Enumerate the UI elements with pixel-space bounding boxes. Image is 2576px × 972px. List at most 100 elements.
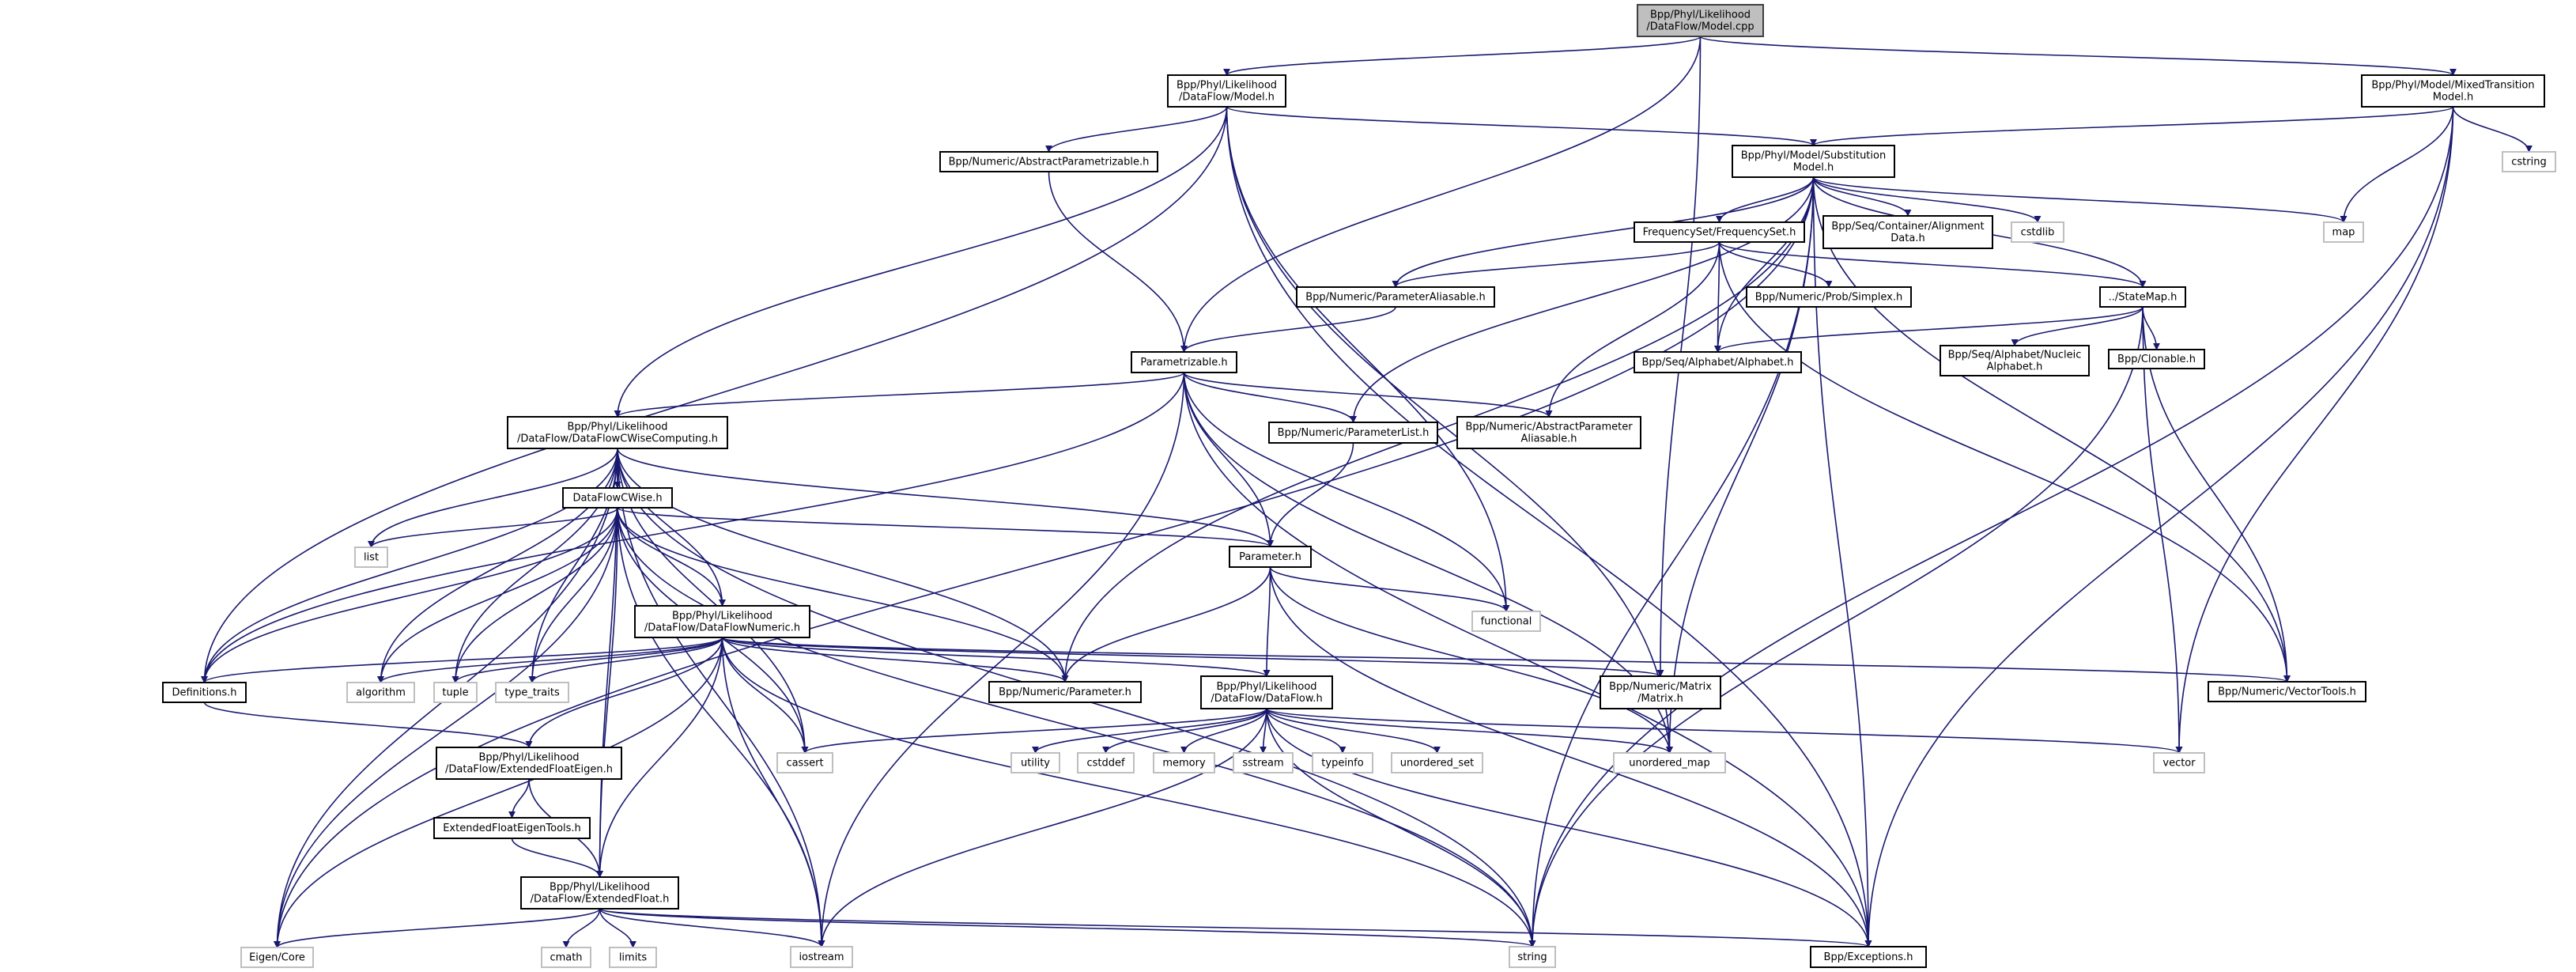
node-typeinfo: typeinfo — [1312, 752, 1373, 773]
node-limits: limits — [609, 947, 657, 968]
node-freqset[interactable]: FrequencySet/FrequencySet.h — [1634, 221, 1805, 243]
edge-parametrizable-to-paramlist — [1183, 372, 1357, 423]
node-absparam[interactable]: Bpp/Numeric/AbstractParametrizable.h — [939, 151, 1158, 172]
edge-cwise-to-eigencore — [274, 507, 618, 948]
node-cwisecomp[interactable]: Bpp/Phyl/Likelihood/DataFlow/DataFlowCWi… — [507, 416, 728, 449]
edge-dataflow-to-unordered_set — [1266, 708, 1441, 754]
edge-statemap-to-vector — [2142, 306, 2183, 754]
node-box — [240, 947, 314, 968]
node-definitions[interactable]: Definitions.h — [162, 682, 247, 703]
node-box — [495, 682, 569, 703]
edge-cwise-to-type_traits — [528, 507, 618, 683]
node-label: Bpp/Phyl/Model/Substitution — [1741, 150, 1886, 162]
node-vector: vector — [2153, 752, 2205, 773]
node-statemap[interactable]: ../StateMap.h — [2099, 286, 2186, 308]
node-box — [609, 947, 657, 968]
node-parametrizable[interactable]: Parametrizable.h — [1131, 351, 1237, 373]
node-label: utility — [1021, 758, 1050, 770]
node-box — [2502, 151, 2556, 172]
edge-subst-to-cstdlib — [1812, 176, 2042, 223]
node-box — [988, 681, 1142, 703]
node-box — [1471, 611, 1541, 632]
node-box — [436, 747, 622, 780]
nodes-layer: Bpp/Phyl/Likelihood/DataFlow/Model.cppBp… — [162, 4, 2556, 968]
node-label: Eigen/Core — [249, 952, 305, 964]
edge-model_h-to-exceptions — [1226, 106, 1872, 947]
node-cwise[interactable]: DataFlowCWise.h — [562, 487, 673, 509]
node-box — [1391, 752, 1483, 773]
node-numeric[interactable]: Bpp/Phyl/Likelihood/DataFlow/DataFlowNum… — [634, 605, 810, 638]
edges-layer — [201, 36, 2533, 948]
node-label: cassert — [786, 758, 823, 770]
edge-statemap-to-string — [1528, 306, 2144, 947]
edge-cwise-to-numeric — [617, 507, 726, 607]
node-label: Model.h — [2433, 92, 2473, 104]
node-label: Bpp/Numeric/AbstractParameter — [1465, 422, 1633, 433]
edge-cpp-to-mixed — [1699, 36, 2457, 76]
node-label: Bpp/Phyl/Likelihood — [550, 882, 650, 894]
node-box — [1229, 546, 1312, 568]
node-box — [433, 817, 591, 839]
node-label: /DataFlow/DataFlowNumeric.h — [644, 622, 800, 634]
node-label: typeinfo — [1321, 758, 1363, 770]
node-label: map — [2332, 227, 2355, 239]
node-box — [634, 605, 810, 638]
node-label: Bpp/Phyl/Model/MixedTransition — [2371, 80, 2534, 92]
edge-dataflow-to-utility — [1032, 708, 1267, 754]
edge-numeric-to-string — [721, 637, 1536, 947]
node-type_traits: type_traits — [495, 682, 569, 703]
edge-dataflow-to-cassert — [801, 708, 1267, 754]
node-label: unordered_map — [1629, 758, 1710, 770]
node-simplex[interactable]: Bpp/Numeric/Prob/Simplex.h — [1746, 286, 1912, 308]
node-label: Bpp/Phyl/Likelihood — [1216, 681, 1316, 693]
edge-cwise-to-tuple — [451, 507, 618, 683]
node-matrix[interactable]: Bpp/Numeric/Matrix/Matrix.h — [1600, 675, 1721, 709]
node-paramlist[interactable]: Bpp/Numeric/ParameterList.h — [1268, 422, 1438, 444]
node-box — [1167, 74, 1286, 108]
node-string: string — [1509, 946, 1556, 968]
node-numparam[interactable]: Bpp/Numeric/Parameter.h — [988, 681, 1142, 703]
node-paramalias[interactable]: Bpp/Numeric/ParameterAliasable.h — [1296, 286, 1495, 308]
node-label: cstddef — [1086, 758, 1125, 770]
node-extfloat[interactable]: Bpp/Phyl/Likelihood/DataFlow/ExtendedFlo… — [520, 876, 679, 910]
node-label: Bpp/Phyl/Likelihood — [1177, 80, 1277, 92]
node-box — [1153, 752, 1215, 773]
edge-absparam-to-parametrizable — [1048, 171, 1188, 353]
node-box — [1634, 351, 1802, 373]
node-efeigentools[interactable]: ExtendedFloatEigenTools.h — [433, 817, 591, 839]
edge-parametrizable-to-iostream — [818, 372, 1185, 947]
node-label: Bpp/Numeric/Parameter.h — [999, 686, 1131, 698]
edge-parameter_h-to-dataflow — [1263, 566, 1271, 677]
edge-cwisecomp-to-parameter_h — [617, 448, 1274, 547]
node-label: Aliasable.h — [1520, 433, 1577, 445]
node-label: Bpp/Numeric/AbstractParametrizable.h — [949, 157, 1150, 168]
node-cpp[interactable]: Bpp/Phyl/Likelihood/DataFlow/Model.cpp — [1637, 4, 1764, 37]
node-box — [2108, 349, 2205, 369]
edge-cwise-to-algorithm — [377, 507, 618, 683]
node-exceptions[interactable]: Bpp/Exceptions.h — [1810, 946, 1927, 968]
node-alphabet[interactable]: Bpp/Seq/Alphabet/Alphabet.h — [1634, 351, 1802, 373]
node-box — [1746, 286, 1912, 308]
node-cassert: cassert — [776, 752, 833, 773]
node-vectortools[interactable]: Bpp/Numeric/VectorTools.h — [2208, 681, 2366, 702]
edge-dataflow-to-unordered_map — [1266, 708, 1673, 754]
edge-statemap-to-vectortools — [2142, 306, 2291, 683]
node-label: sstream — [1242, 758, 1283, 770]
node-box — [2361, 74, 2545, 108]
node-box — [562, 487, 673, 509]
node-dataflow[interactable]: Bpp/Phyl/Likelihood/DataFlow/DataFlow.h — [1200, 675, 1333, 709]
node-box — [1296, 286, 1495, 308]
node-efeigen[interactable]: Bpp/Phyl/Likelihood/DataFlow/ExtendedFlo… — [436, 747, 622, 780]
node-label: Bpp/Numeric/Matrix — [1609, 681, 1712, 693]
edge-numeric-to-definitions — [201, 637, 723, 683]
node-model_h[interactable]: Bpp/Phyl/Likelihood/DataFlow/Model.h — [1167, 74, 1286, 108]
node-parameter_h[interactable]: Parameter.h — [1229, 546, 1312, 568]
node-clonable[interactable]: Bpp/Clonable.h — [2108, 349, 2205, 369]
node-box — [1233, 752, 1294, 773]
